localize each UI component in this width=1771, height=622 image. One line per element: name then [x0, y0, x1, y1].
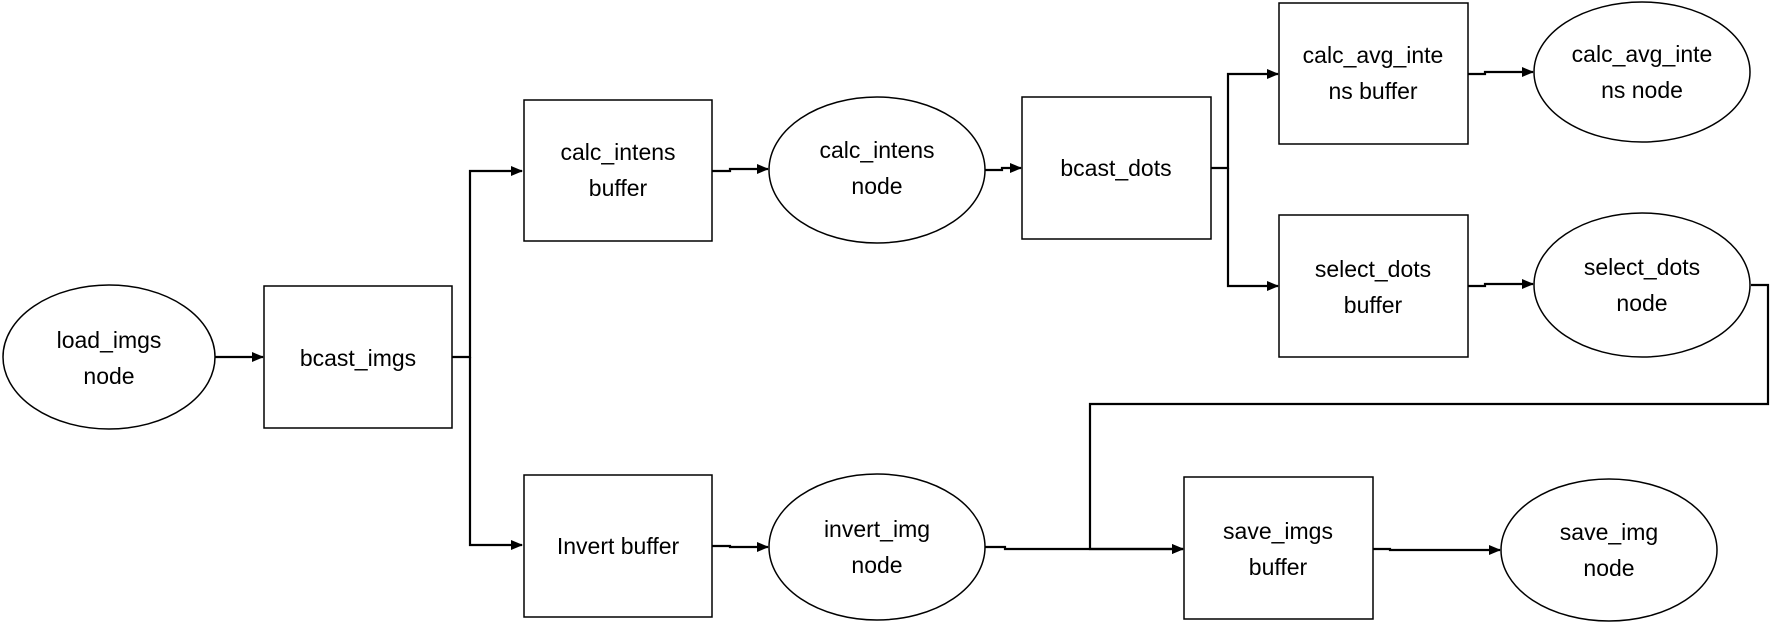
- node-calc-intens-line2: node: [851, 173, 902, 199]
- node-select-dots-line1: select_dots: [1584, 254, 1700, 280]
- arrow-avg-buffer-to-node: [1468, 67, 1534, 77]
- node-invert-buffer-label: Invert buffer: [557, 533, 680, 559]
- node-calc-avg-intens-line2: ns node: [1601, 77, 1683, 103]
- node-calc-intens-buffer-line1: calc_intens: [560, 139, 675, 165]
- node-select-dots-line2: node: [1616, 290, 1667, 316]
- arrow-save-buffer-to-node: [1373, 545, 1501, 555]
- node-calc-intens-buffer-line2: buffer: [589, 175, 648, 201]
- node-invert-img-line1: invert_img: [824, 516, 930, 542]
- connectors: [215, 67, 1770, 555]
- arrow-invert-node-to-save-buffer: [985, 544, 1184, 554]
- arrow-bcast-dots-to-avg-buffer: [1211, 69, 1279, 170]
- node-calc-intens-line1: calc_intens: [819, 137, 934, 163]
- node-save-img-line1: save_img: [1560, 519, 1658, 545]
- node-bcast-imgs: bcast_imgs: [263, 285, 453, 429]
- node-calc-avg-intens-buffer-line1: calc_avg_inte: [1303, 42, 1444, 68]
- node-select-dots: select_dots node: [1533, 212, 1751, 358]
- node-save-imgs-buffer-line2: buffer: [1249, 554, 1308, 580]
- node-calc-intens-buffer: calc_intens buffer: [523, 99, 713, 242]
- node-load-imgs-line1: load_imgs: [57, 327, 162, 353]
- node-calc-intens: calc_intens node: [768, 96, 986, 244]
- arrow-calc-intens-node-to-bcast-dots: [985, 163, 1022, 173]
- node-select-dots-buffer: select_dots buffer: [1278, 214, 1469, 358]
- node-invert-buffer: Invert buffer: [523, 474, 713, 618]
- node-save-imgs-buffer-line1: save_imgs: [1223, 518, 1333, 544]
- node-bcast-imgs-label: bcast_imgs: [300, 345, 416, 371]
- arrow-calc-intens-buffer-to-node: [712, 164, 769, 174]
- arrow-select-buffer-to-node: [1468, 279, 1534, 289]
- node-save-img: save_img node: [1500, 478, 1718, 622]
- arrow-bcast-imgs-to-invert-buffer: [468, 357, 523, 550]
- node-calc-avg-intens-line1: calc_avg_inte: [1572, 41, 1713, 67]
- node-calc-avg-intens-buffer: calc_avg_inte ns buffer: [1278, 2, 1469, 145]
- arrow-bcast-dots-to-select-buffer: [1226, 168, 1279, 291]
- node-load-imgs-line2: node: [83, 363, 134, 389]
- node-calc-avg-intens: calc_avg_inte ns node: [1533, 1, 1751, 143]
- node-bcast-dots: bcast_dots: [1021, 96, 1212, 240]
- node-save-imgs-buffer: save_imgs buffer: [1183, 476, 1374, 620]
- arrow-invert-buffer-to-node: [712, 542, 769, 552]
- node-save-img-line2: node: [1583, 555, 1634, 581]
- node-calc-avg-intens-buffer-line2: ns buffer: [1328, 78, 1417, 104]
- node-bcast-dots-label: bcast_dots: [1060, 155, 1171, 181]
- node-invert-img: invert_img node: [768, 473, 986, 621]
- arrow-bcast-imgs-to-calc-intens-buffer: [452, 166, 523, 359]
- node-select-dots-buffer-line2: buffer: [1344, 292, 1403, 318]
- node-load-imgs: load_imgs node: [2, 284, 216, 430]
- node-select-dots-buffer-line1: select_dots: [1315, 256, 1431, 282]
- node-invert-img-line2: node: [851, 552, 902, 578]
